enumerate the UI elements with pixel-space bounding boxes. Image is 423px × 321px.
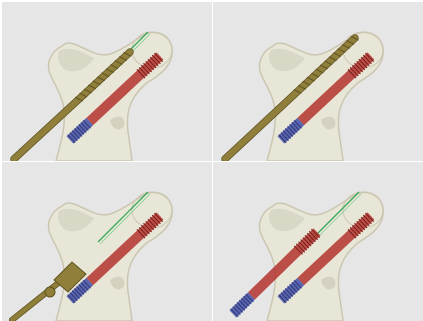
panel-a <box>2 2 212 161</box>
panel-d <box>213 162 423 321</box>
panel-b <box>213 2 423 161</box>
panel-c <box>2 162 212 321</box>
